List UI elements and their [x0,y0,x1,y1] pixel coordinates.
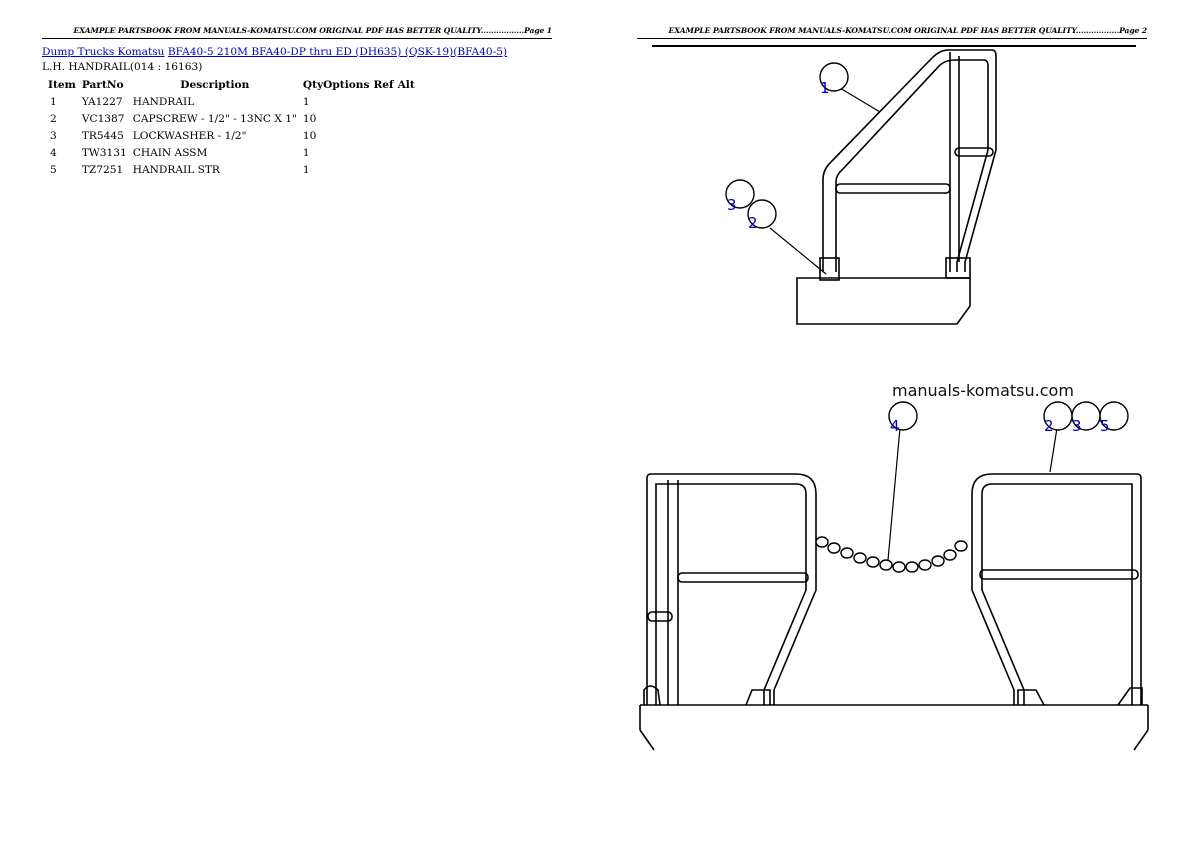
table-row: 4 TW3131 CHAIN ASSM 1 [45,144,418,161]
table-row: 3 TR5445 LOCKWASHER - 1/2" 10 [45,127,418,144]
page-header-2: EXAMPLE PARTSBOOK FROM MANUALS-KOMATSU.C… [637,26,1147,39]
col-partno: PartNo [81,79,124,91]
chain-links [815,536,968,573]
table-row: 1 YA1227 HANDRAIL 1 [45,93,418,110]
breadcrumb-link-model[interactable]: BFA40-5 210M BFA40-DP thru ED (DH635) (Q… [167,46,508,58]
table-row: 2 VC1387 CAPSCREW - 1/2" - 13NC X 1" 10 [45,110,418,127]
cell-qty: 1 [302,163,310,176]
breadcrumb: Dump Trucks Komatsu BFA40-5 210M BFA40-D… [42,46,507,58]
breadcrumb-link-category[interactable]: Dump Trucks Komatsu [42,46,165,58]
cell-description: CHAIN ASSM [132,146,208,159]
cell-description: HANDRAIL STR [132,163,220,176]
cell-qty: 10 [302,112,317,125]
col-description: Description [180,79,250,91]
page-header-1: EXAMPLE PARTSBOOK FROM MANUALS-KOMATSU.C… [42,26,552,39]
cell-partno: TR5445 [81,129,124,142]
watermark: manuals-komatsu.com [892,381,1074,400]
col-ref: Ref [373,79,394,91]
cell-qty: 10 [302,129,317,142]
col-qty: Qty [302,79,324,91]
callout-3-top[interactable]: 3 [727,196,737,214]
cell-description: CAPSCREW - 1/2" - 13NC X 1" [132,112,297,125]
table-row: 5 TZ7251 HANDRAIL STR 1 [45,161,418,178]
cell-partno: TZ7251 [81,163,124,176]
parts-table: Item PartNo Description Qty Options Ref … [45,77,418,178]
cell-partno: VC1387 [81,112,125,125]
handrail-front-view-drawing: 4 2 3 5 [639,401,1149,751]
cell-item: 1 [50,95,57,108]
cell-item: 4 [50,146,57,159]
callout-2-top[interactable]: 2 [748,214,758,232]
cell-qty: 1 [302,146,310,159]
cell-partno: TW3131 [81,146,127,159]
col-alt: Alt [397,79,415,91]
cell-item: 3 [50,129,57,142]
cell-partno: YA1227 [81,95,123,108]
cell-item: 2 [50,112,57,125]
callout-4-bottom[interactable]: 4 [890,417,900,435]
callout-3-bottom[interactable]: 3 [1072,417,1082,435]
page-subtitle: L.H. HANDRAIL(014 : 16163) [42,61,203,73]
callout-2-bottom[interactable]: 2 [1044,417,1054,435]
callout-5-bottom[interactable]: 5 [1100,417,1110,435]
cell-description: LOCKWASHER - 1/2" [132,129,247,142]
cell-item: 5 [50,163,57,176]
handrail-side-view-drawing: 1 3 2 [652,45,1136,325]
col-item: Item [48,79,76,91]
cell-qty: 1 [302,95,310,108]
col-options: Options [323,79,370,91]
callout-1-top[interactable]: 1 [820,79,830,97]
table-header-row: Item PartNo Description Qty Options Ref … [45,77,418,93]
cell-description: HANDRAIL [132,95,195,108]
